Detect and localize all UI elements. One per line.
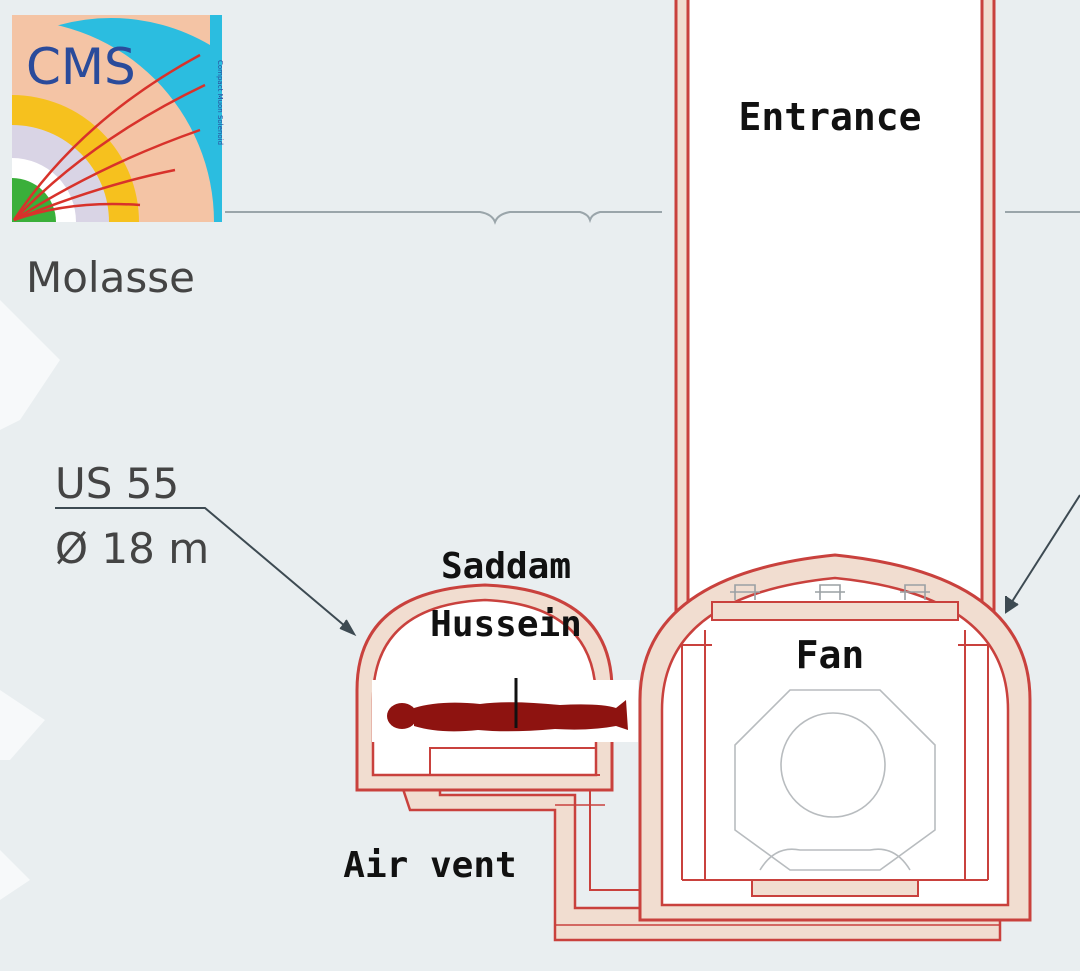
air-vent-label: Air vent bbox=[343, 845, 516, 886]
molasse-label: Molasse bbox=[26, 253, 195, 302]
cavern-diameter-label: Ø 18 m bbox=[55, 524, 209, 573]
crane-supports bbox=[730, 584, 930, 600]
logo-text: CMS bbox=[26, 38, 136, 96]
entrance-label: Entrance bbox=[738, 95, 921, 139]
person-label-line1: Saddam bbox=[441, 546, 571, 587]
surface-line bbox=[225, 211, 1080, 225]
fan-label: Fan bbox=[796, 633, 865, 677]
main-cavern bbox=[638, 553, 1032, 922]
rock-shading bbox=[0, 300, 60, 900]
fan-housing bbox=[734, 689, 936, 871]
entrance-shaft bbox=[674, 0, 996, 612]
cavern-name-label: US 55 bbox=[55, 459, 179, 508]
cms-logo: CMS Compact Muon Solenoid bbox=[12, 15, 224, 222]
pointer-arrows bbox=[55, 494, 1080, 637]
logo-subtitle: Compact Muon Solenoid bbox=[216, 60, 224, 145]
person-silhouette bbox=[387, 678, 628, 732]
person-label-line2: Hussein bbox=[430, 604, 582, 645]
